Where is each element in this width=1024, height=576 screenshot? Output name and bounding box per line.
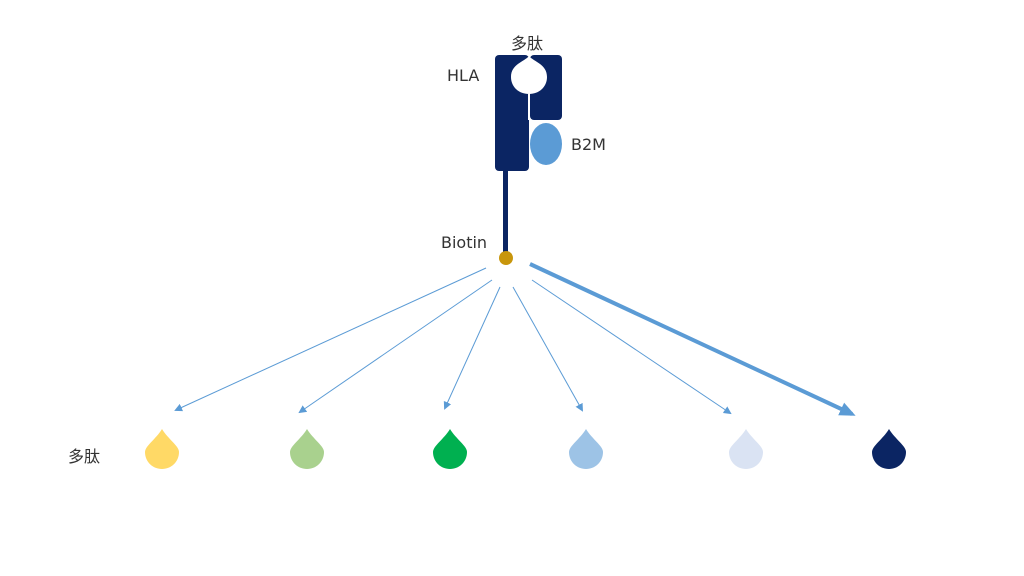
peptide-droplets: [145, 429, 906, 469]
peptide-droplet-2: [290, 429, 324, 469]
peptide-droplet-3: [433, 429, 467, 469]
stem-linker: [503, 170, 508, 256]
peptide-droplet-1: [145, 429, 179, 469]
biotin-label: Biotin: [441, 233, 488, 252]
peptide-droplet-4: [569, 429, 603, 469]
peptide-top-label: 多肽: [511, 34, 544, 53]
arrow-3: [443, 286, 501, 410]
arrow-6-bold: [529, 262, 856, 416]
arrows: [174, 262, 856, 416]
b2m-domain: [530, 123, 562, 165]
arrow-5: [531, 279, 732, 415]
biotin-dot: [499, 251, 513, 265]
b2m-label: B2M: [571, 135, 606, 154]
hla-molecule: [495, 55, 562, 265]
peptide-droplet-5: [729, 429, 763, 469]
hla-label: HLA: [447, 66, 480, 85]
peptide-binding-groove: [511, 56, 547, 94]
peptide-row-label: 多肽: [68, 447, 101, 466]
arrow-1: [174, 267, 487, 412]
arrow-4: [512, 286, 583, 412]
arrow-2: [298, 279, 493, 414]
peptide-droplet-6: [872, 429, 906, 469]
